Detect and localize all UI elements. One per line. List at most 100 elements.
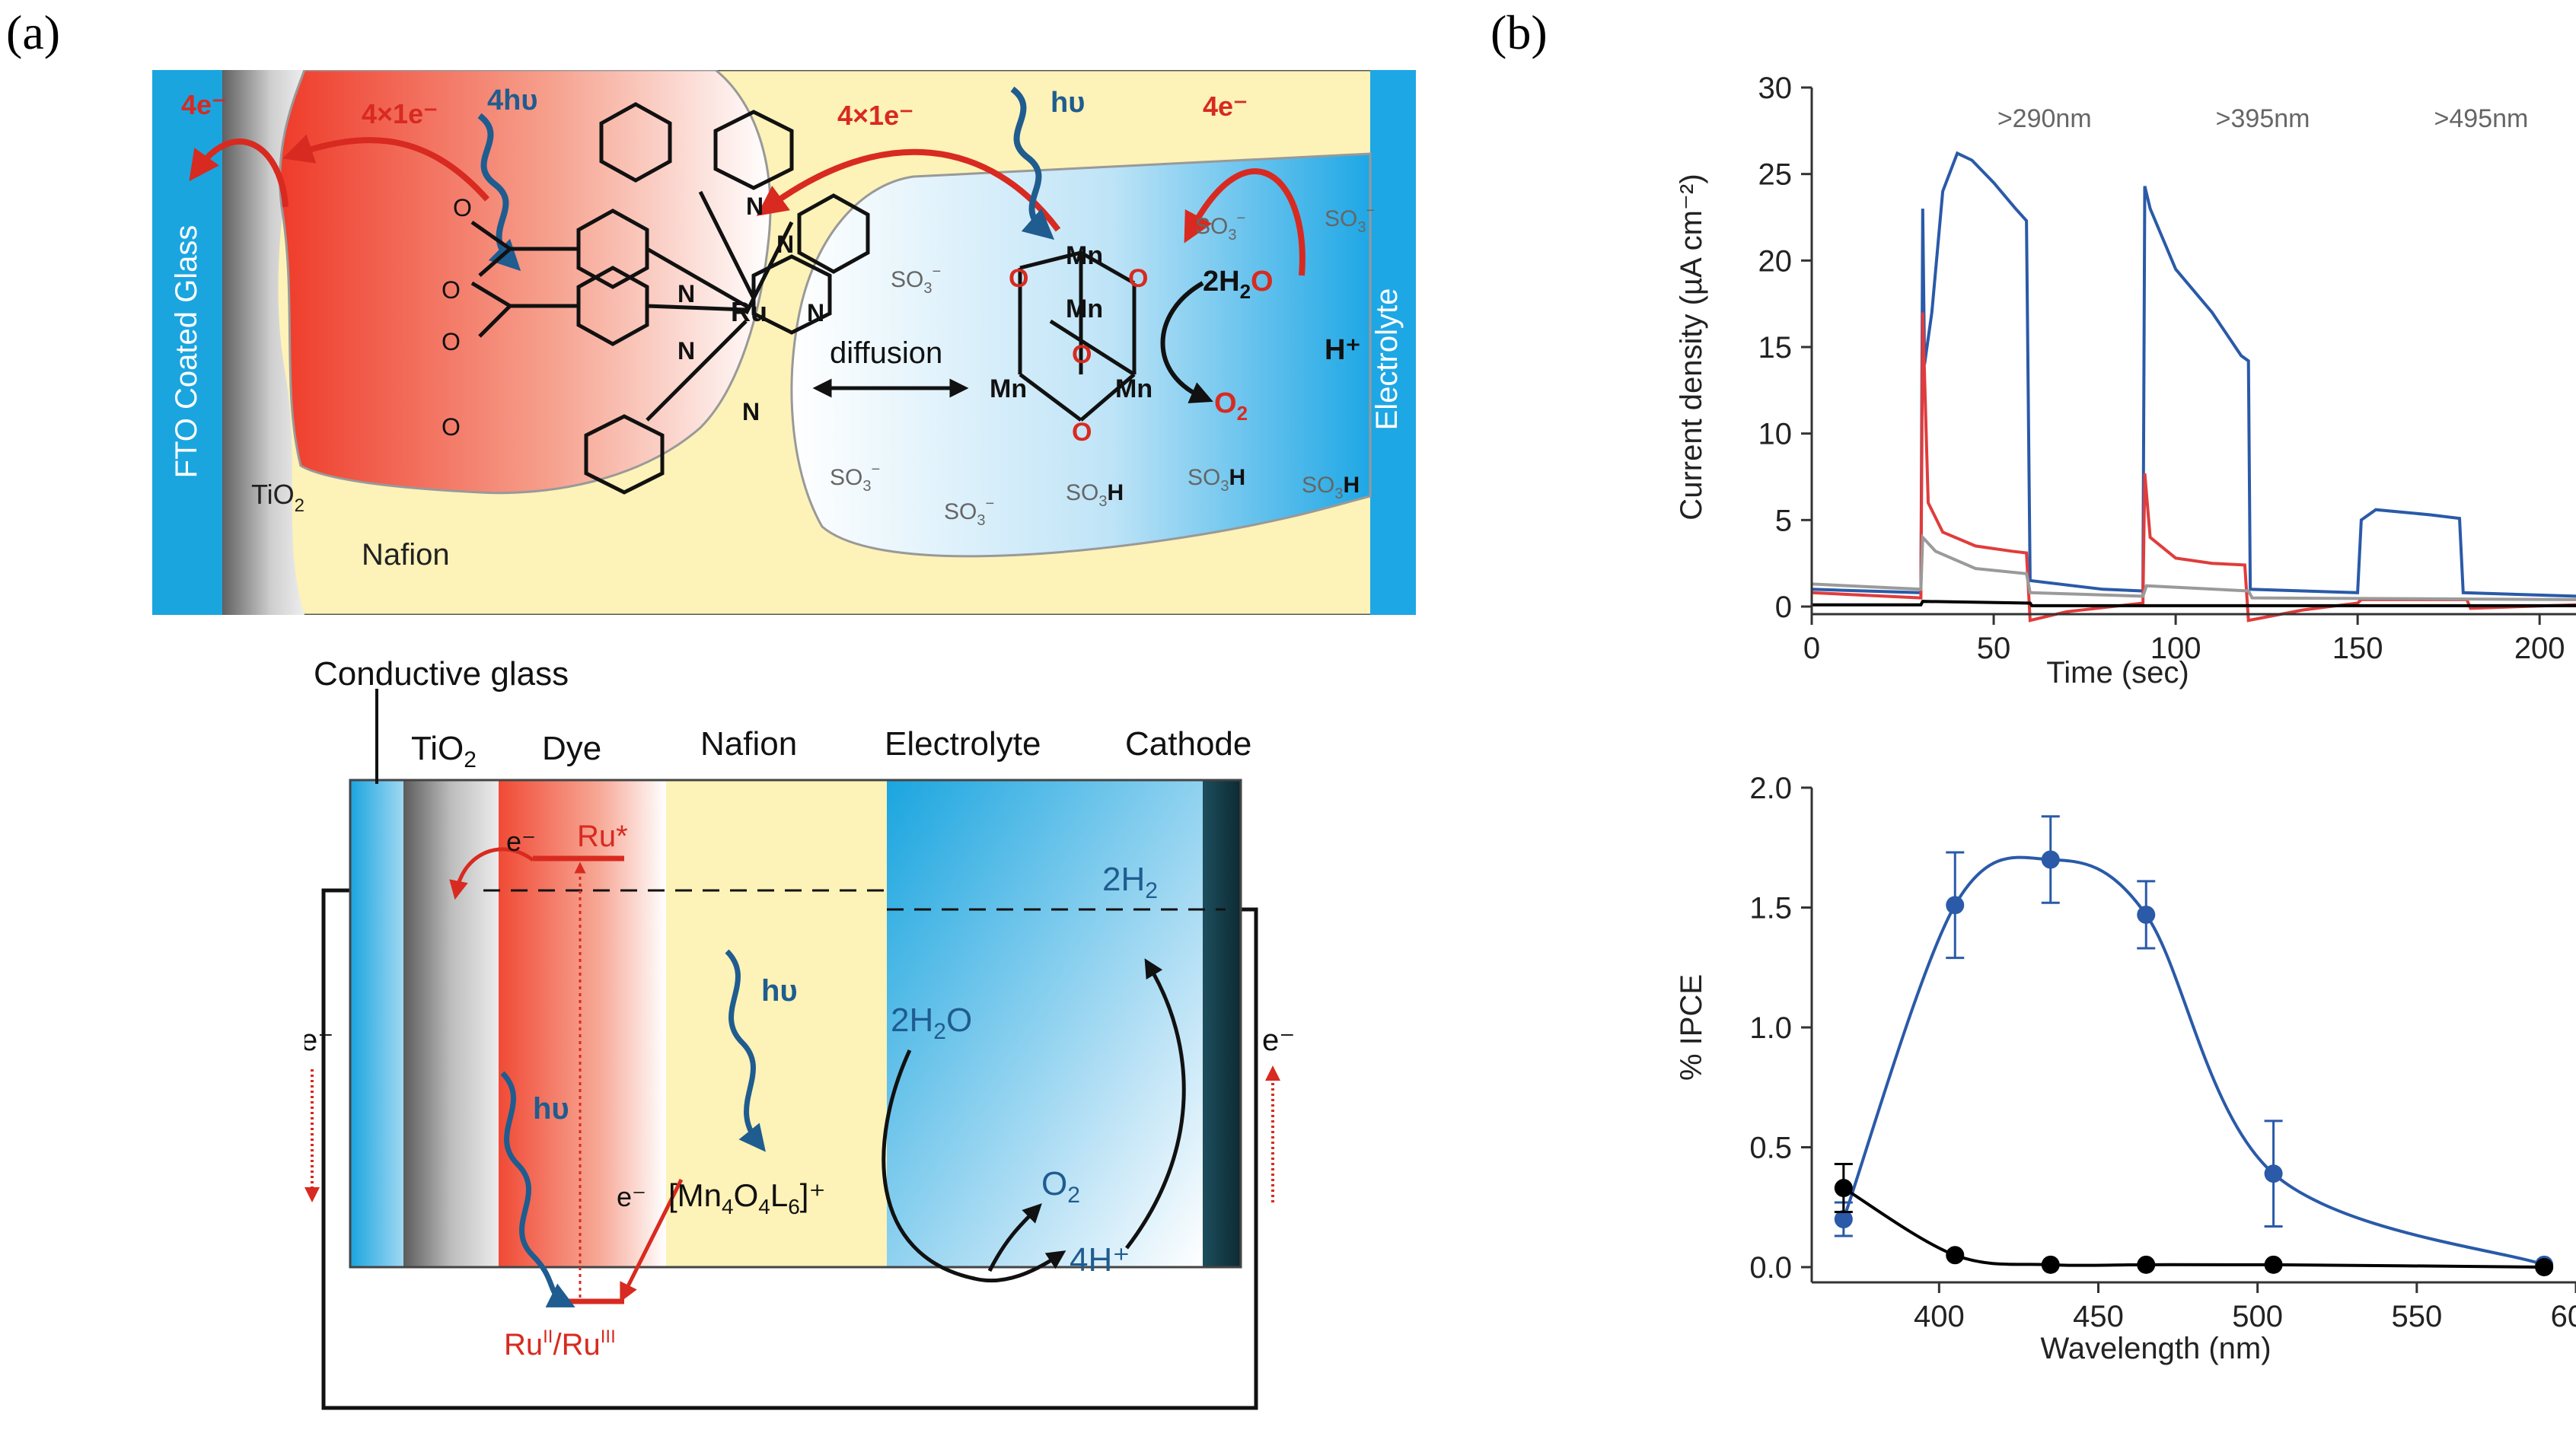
water-top: 2H2O	[1203, 266, 1274, 303]
mn-to-ru-arrow	[620, 1178, 684, 1303]
o-atom-1: O	[453, 194, 472, 221]
x-tick-label: 50	[1977, 632, 2011, 665]
so3h-group-1: SO3H	[1066, 480, 1124, 510]
x-tick-label: 450	[2073, 1300, 2124, 1333]
water-oxidation-arrow	[1160, 281, 1213, 403]
n-atom-4: N	[776, 231, 794, 258]
injection-arrow	[449, 847, 534, 900]
wavelength-cutoff-label: >495nm	[2434, 104, 2529, 133]
electron-4e-left: 4e⁻	[181, 89, 226, 120]
data-point	[2137, 1255, 2156, 1274]
electron-arrow-2	[282, 134, 489, 202]
y-tick-label: 1.0	[1749, 1011, 1792, 1045]
e-mn: e⁻	[617, 1181, 646, 1212]
data-point	[2137, 905, 2156, 924]
data-point	[2535, 1258, 2554, 1276]
mn-complex-label: [Mn4O4L6]⁺	[668, 1177, 826, 1218]
electron-4x1-left: 4×1e⁻	[362, 98, 438, 129]
o2-bottom: O2	[1041, 1165, 1080, 1208]
series-curve	[1841, 855, 2545, 1266]
e-left-circuit: e⁻	[304, 1024, 333, 1057]
mn-atom-4: Mn	[1115, 374, 1153, 403]
electrolyte-label-bottom: Electrolyte	[885, 725, 1041, 763]
x-tick-label: 400	[1914, 1300, 1965, 1333]
x-axis-label: Time (sec)	[2046, 656, 2189, 690]
so3h-group-3: SO3H	[1302, 473, 1360, 502]
y-tick-label: 0.5	[1749, 1132, 1792, 1165]
cathode-label: Cathode	[1125, 725, 1251, 763]
x-tick-label: 0	[1803, 632, 1820, 665]
electron-arrow-3	[756, 148, 1061, 232]
photon-arrow-catalyst	[1010, 86, 1055, 240]
so3-group-4: SO3−	[830, 461, 880, 495]
electrolyte-label-top: Electrolyte	[1370, 288, 1404, 431]
dye-cell-schematic: FTO Coated Glass Electrolyte TiO2 Nafion…	[152, 70, 1416, 615]
x-tick-label: 150	[2332, 632, 2383, 665]
cathode-layer	[1203, 780, 1241, 1267]
tio2-label-bottom: TiO2	[411, 730, 477, 772]
e-injection: e⁻	[506, 826, 536, 857]
series-line	[1811, 533, 2576, 601]
diffusion-label: diffusion	[830, 336, 942, 370]
electron-4e-right: 4e⁻	[1203, 91, 1248, 122]
y-tick-label: 0	[1775, 591, 1792, 624]
photon-4hv: 4hυ	[487, 84, 537, 116]
data-point	[2264, 1164, 2283, 1183]
y-tick-label: 1.5	[1749, 892, 1792, 925]
external-circuit	[321, 888, 1258, 1410]
ru-atom: Ru	[731, 296, 767, 327]
fto-label: FTO Coated Glass	[170, 225, 203, 479]
data-point	[2264, 1255, 2283, 1274]
tio2-layer-bottom	[403, 780, 499, 1267]
data-point	[2041, 1255, 2060, 1274]
n-atom-3: N	[746, 193, 764, 220]
x-axis-label: Wavelength (nm)	[2040, 1332, 2271, 1365]
nafion-label-bottom: Nafion	[700, 725, 797, 763]
wavelength-cutoff-label: >395nm	[2216, 104, 2310, 133]
data-point	[1946, 896, 1965, 915]
mn4o4-cubane	[1018, 250, 1137, 422]
so3h-group-2: SO3H	[1188, 465, 1245, 495]
mn-atom-1: Mn	[1066, 241, 1103, 270]
panel-label-b: (b)	[1490, 5, 1548, 59]
photon-arrow-dye-bottom	[500, 1071, 575, 1307]
o-cubane-2: O	[1128, 264, 1148, 293]
x-tick-label: 500	[2232, 1300, 2283, 1333]
y-axis-label: % IPCE	[1675, 974, 1708, 1081]
y-tick-label: 25	[1758, 158, 1793, 192]
y-axis-label: Current density (µA cm⁻²)	[1675, 174, 1708, 520]
so3-group-5: SO3−	[944, 495, 994, 529]
water-path-arrow	[882, 1049, 1066, 1283]
photon-arrow-nafion	[725, 949, 766, 1152]
carboxylate-groups	[470, 220, 512, 338]
mn-atom-2: Mn	[1066, 295, 1103, 323]
y-tick-label: 30	[1758, 72, 1793, 105]
x-tick-label: 550	[2391, 1300, 2442, 1333]
n-atom-6: N	[742, 398, 760, 425]
hplus-bottom: 4H⁺	[1070, 1241, 1130, 1279]
h2o-bottom: 2H2O	[891, 1002, 972, 1044]
nafion-label-top: Nafion	[362, 538, 450, 572]
series-line	[1812, 600, 2576, 607]
nafion-layer	[666, 780, 887, 1267]
photon-arrow-dye	[477, 113, 521, 272]
data-point	[1834, 1179, 1853, 1198]
so3-group-3: SO3−	[891, 263, 941, 297]
ru-couple-label: RuII/RuIII	[504, 1326, 616, 1362]
so3-group-1: SO3−	[1195, 210, 1245, 244]
mn-atom-3: Mn	[990, 374, 1027, 403]
y-tick-label: 10	[1758, 418, 1793, 451]
o-atom-4: O	[442, 413, 461, 441]
hv-nafion: hυ	[761, 974, 798, 1008]
electron-arrow-1	[189, 138, 289, 208]
ipce-chart: 0.00.51.01.52.0400450500550600 Wavelengt…	[1675, 776, 2576, 1365]
electrolyte-layer	[887, 780, 1203, 1267]
conductive-glass-label: Conductive glass	[314, 655, 569, 693]
energy-level-diagram: Conductive glass TiO2 Dye Nafion Electro…	[304, 655, 1295, 1410]
series-line	[1811, 312, 2576, 623]
wavelength-cutoff-label: >290nm	[1997, 104, 2092, 133]
y-tick-label: 2.0	[1749, 776, 1792, 805]
ru-complex-structure	[510, 102, 870, 495]
o-atom-2: O	[442, 276, 461, 304]
electrolyte-strip	[1370, 70, 1416, 615]
